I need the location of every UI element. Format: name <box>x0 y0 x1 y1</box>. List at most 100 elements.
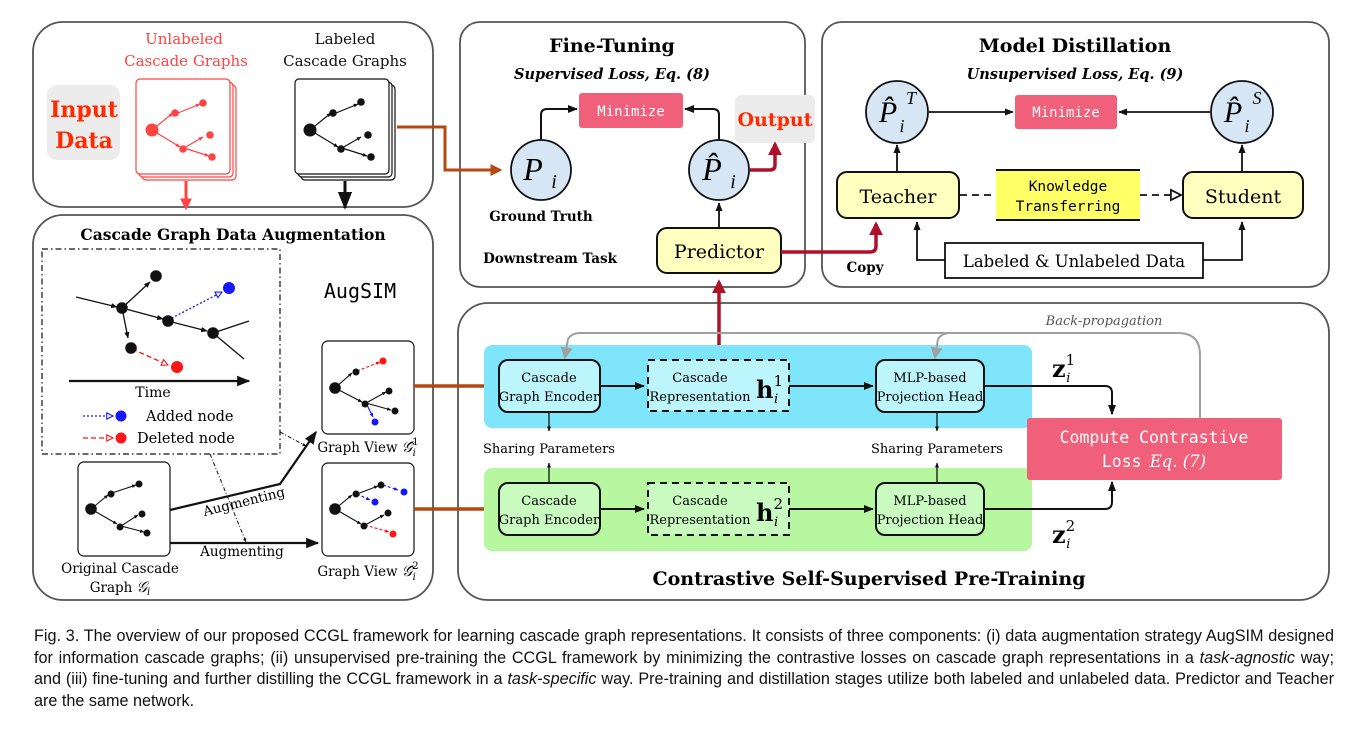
contrastive-loss-box <box>1027 418 1282 480</box>
representation-2-label-line2: Representation <box>649 513 751 528</box>
fine-tuning-title: Fine-Tuning <box>549 35 675 57</box>
knowledge-transferring-box <box>996 170 1140 220</box>
student-prediction-sub: i <box>1244 116 1249 136</box>
student-prediction-node <box>1210 80 1274 144</box>
graph-view-2-icon <box>329 481 408 538</box>
added-node <box>223 282 235 294</box>
prediction-to-minimize-arrow <box>684 105 720 140</box>
encoder-sharing-label: Sharing Parameters <box>483 442 615 457</box>
augsim-example-graph <box>75 270 250 373</box>
augsim-to-view1-dashdot <box>279 431 307 447</box>
caption-italic-1: task-agnostic <box>1199 648 1295 667</box>
teacher-prediction-symbol: P̂ <box>878 96 897 129</box>
output-badge <box>735 95 815 143</box>
student-label: Student <box>1205 186 1282 208</box>
unlabeled-label-line1: Unlabeled <box>145 30 223 48</box>
unlabeled-cascade-graph-icon <box>145 99 216 161</box>
student-prediction-symbol: P̂ <box>1223 96 1242 129</box>
distillation-minimize-box <box>1015 95 1117 129</box>
predictor-to-teacher-copy-arrow <box>781 221 883 254</box>
input-data-title-line1: Input <box>50 97 119 123</box>
encoder-2-label-line2: Graph Encoder <box>499 513 600 528</box>
distillation-title: Model Distillation <box>979 35 1172 57</box>
contrastive-loss-label-line1: Compute Contrastive <box>1060 428 1249 447</box>
augmenting-lower-label: Augmenting <box>199 544 284 560</box>
predictor-label: Predictor <box>674 241 765 263</box>
labeled-unlabeled-data-label: Labeled & Unlabeled Data <box>963 252 1185 271</box>
representation-1-label-line2: Representation <box>649 390 751 405</box>
legend-deleted-label: Deleted node <box>137 431 235 447</box>
teacher-prediction-node <box>865 80 929 144</box>
fine-tuning-minimize-label: Minimize <box>597 104 664 120</box>
data-to-teacher-arrow <box>913 221 945 261</box>
projection-head-1-label-line2: Projection Head <box>877 390 984 405</box>
input-data-badge <box>47 85 120 160</box>
labeled-label-line2: Cascade Graphs <box>283 52 407 70</box>
labeled-label-line1: Labeled <box>315 30 376 48</box>
back-propagation-to-head <box>930 332 951 360</box>
teacher-prediction-sub: i <box>899 116 904 136</box>
deleted-node <box>171 361 183 373</box>
teacher-prediction-sup: T <box>906 88 918 108</box>
back-propagation-path <box>560 332 1201 418</box>
caption-text-1: Fig. 3. The overview of our proposed CCG… <box>34 627 1334 667</box>
representation-2-box <box>647 482 790 536</box>
projection-head-2-label-line1: MLP-based <box>893 494 966 509</box>
graph-view-1-icon <box>329 357 399 426</box>
labeled-to-ground-truth-arrow <box>397 125 503 176</box>
augmenting-upper-arrow <box>169 430 317 512</box>
back-propagation-label: Back-propagation <box>1045 314 1163 329</box>
ground-truth-label: Ground Truth <box>489 209 593 225</box>
original-graph-label-line1: Original Cascade <box>61 561 179 577</box>
augsim-label: AugSIM <box>324 279 396 303</box>
prediction-to-output-arrow <box>750 141 782 172</box>
distillation-subtitle: Unsupervised Loss, Eq. (9) <box>967 66 1184 83</box>
teacher-box <box>836 171 960 219</box>
legend-added-node-icon <box>115 410 127 422</box>
fine-tuning-subtitle: Supervised Loss, Eq. (8) <box>514 66 710 83</box>
distillation-minimize-label: Minimize <box>1032 105 1099 121</box>
prediction-node <box>688 139 750 201</box>
prediction-node-sub: i <box>730 171 736 193</box>
ground-truth-node <box>510 139 572 201</box>
data-to-student-arrow <box>1203 221 1246 261</box>
labeled-graph-stack <box>294 78 396 181</box>
representation-2-label-line1: Cascade <box>672 494 728 509</box>
ground-truth-to-minimize-arrow <box>540 105 578 140</box>
z2-to-loss-arrow <box>984 481 1116 510</box>
caption-italic-2: task-specific <box>507 670 597 688</box>
encoder-1-label-line2: Graph Encoder <box>499 390 600 405</box>
deleted-edge <box>131 348 168 365</box>
legend-deleted-node-icon <box>115 432 127 444</box>
caption-text-2: way; and (iii) fine-tuning and further d… <box>34 648 1334 689</box>
augsim-to-view2-dashdot <box>209 453 247 543</box>
unlabeled-label-line2: Cascade Graphs <box>124 52 248 70</box>
time-label: Time <box>135 385 170 401</box>
downstream-task-label: Downstream Task <box>483 251 618 267</box>
labeled-cascade-graph-icon <box>303 98 375 161</box>
student-prediction-sup: S <box>1253 88 1262 108</box>
figure-caption: Fig. 3. The overview of our proposed CCG… <box>34 626 1334 712</box>
prediction-node-symbol: P̂ <box>701 151 722 187</box>
ground-truth-node-symbol: P <box>522 151 543 187</box>
knowledge-label-line1: Knowledge <box>1029 179 1108 195</box>
output-label: Output <box>737 109 812 131</box>
z1-to-loss-arrow <box>984 385 1116 415</box>
input-data-title-line2: Data <box>55 128 113 154</box>
augsim-detail-frame <box>41 248 281 455</box>
encoder-1-label-line1: Cascade <box>521 371 577 386</box>
original-cascade-graph-icon <box>85 480 151 537</box>
ccgl-framework-diagram: Input Data Unlabeled Cascade Graphs Labe… <box>32 21 1330 601</box>
copy-label: Copy <box>846 260 884 276</box>
representation-1-label-line1: Cascade <box>672 371 728 386</box>
student-box <box>1182 171 1304 219</box>
caption-text-3: way. Pre-training and distillation stage… <box>34 670 1334 710</box>
